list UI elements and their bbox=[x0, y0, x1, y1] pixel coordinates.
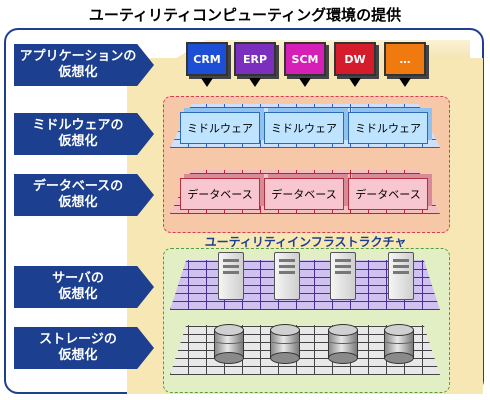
storage-drum-icon bbox=[328, 324, 358, 364]
app-box-crm: CRM bbox=[186, 42, 228, 76]
database-box: データベース bbox=[348, 178, 428, 210]
server-icon bbox=[388, 252, 414, 300]
app-box-erp: ERP bbox=[234, 42, 276, 76]
app-box-scm: SCM bbox=[284, 42, 326, 76]
layer-label-middleware: ミドルウェアの 仮想化 bbox=[14, 113, 154, 155]
middleware-box: ミドルウェア bbox=[264, 112, 344, 144]
storage-drum-icon bbox=[214, 324, 244, 364]
layer-label-server: サーバの 仮想化 bbox=[14, 266, 154, 308]
layer-label-application: アプリケーションの 仮想化 bbox=[14, 44, 154, 86]
infrastructure-title: ユーティリティインフラストラクチャ bbox=[204, 235, 407, 249]
app-box-more: … bbox=[384, 42, 426, 76]
layer-label-database: データベースの 仮想化 bbox=[14, 174, 154, 216]
server-icon bbox=[274, 252, 300, 300]
storage-drum-icon bbox=[270, 324, 300, 364]
down-arrow-icon bbox=[299, 78, 311, 87]
down-arrow-icon bbox=[399, 78, 411, 87]
middleware-box: ミドルウェア bbox=[180, 112, 260, 144]
database-box: データベース bbox=[180, 178, 260, 210]
server-icon bbox=[218, 252, 244, 300]
middleware-box: ミドルウェア bbox=[348, 112, 428, 144]
down-arrow-icon bbox=[249, 78, 261, 87]
down-arrow-icon bbox=[201, 78, 213, 87]
database-box: データベース bbox=[264, 178, 344, 210]
layer-label-storage: ストレージの 仮想化 bbox=[14, 327, 154, 369]
down-arrow-icon bbox=[349, 78, 361, 87]
storage-drum-icon bbox=[384, 324, 414, 364]
app-box-dw: DW bbox=[334, 42, 376, 76]
diagram-title: ユーティリティコンピューティング環境の提供 bbox=[88, 6, 402, 24]
server-icon bbox=[330, 252, 356, 300]
